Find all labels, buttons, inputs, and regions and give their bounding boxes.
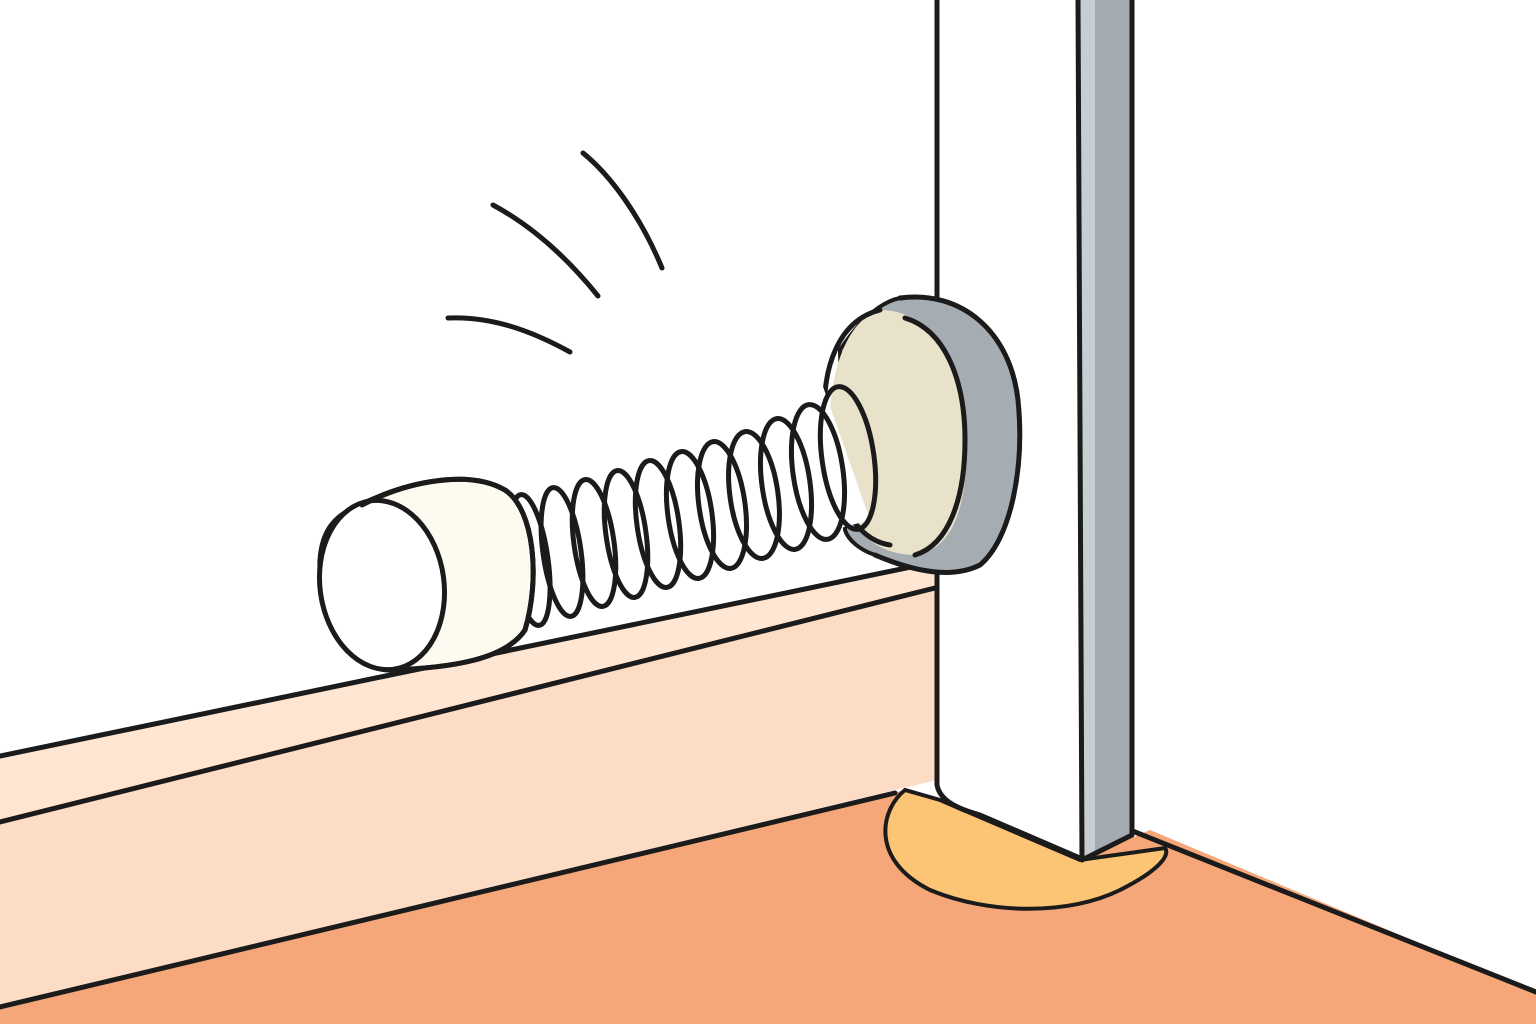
door-stop-base-ring bbox=[902, 315, 968, 558]
door-stop-base-outline bbox=[872, 294, 1023, 575]
door-edge-outline bbox=[1075, 0, 1135, 863]
floor-spot bbox=[883, 787, 1169, 911]
wall-corner-outline bbox=[934, 0, 1083, 861]
door-stop-base-inner bbox=[829, 310, 966, 555]
baseboard-top-strip bbox=[0, 562, 935, 820]
baseboard-icon bbox=[0, 585, 937, 1005]
door-stop-icon bbox=[316, 294, 1023, 673]
floor-right-edge bbox=[1127, 827, 1536, 995]
motion-lines-icon bbox=[445, 150, 665, 355]
door-stop-spring-body bbox=[500, 378, 870, 620]
door-stop-tip-outline bbox=[359, 476, 536, 673]
